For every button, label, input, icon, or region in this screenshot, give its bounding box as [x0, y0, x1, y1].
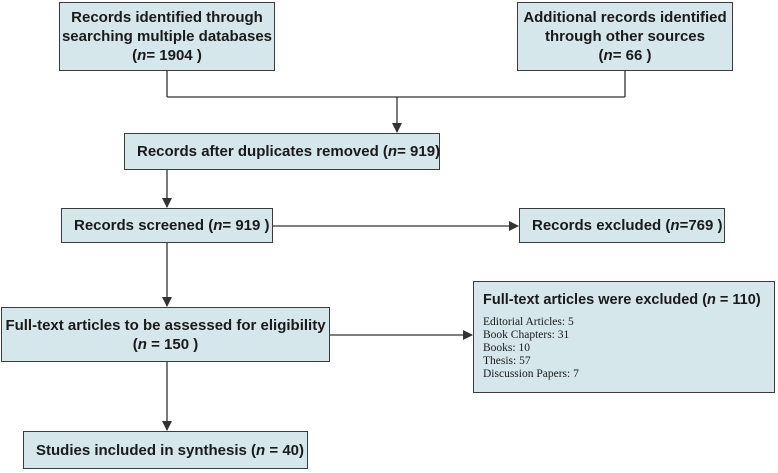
excluded-reason-book-chapters: Book Chapters: 31: [483, 329, 570, 341]
fulltext-assessed-box: Full-text articles to be assessed for el…: [1, 307, 330, 362]
fulltext-assessed-line1: Full-text articles to be assessed for el…: [5, 316, 326, 334]
records-identified-databases-box: Records identified through searching mul…: [59, 2, 275, 71]
additional-records-box: Additional records identified through ot…: [517, 2, 733, 71]
studies-included-label: Studies included in synthesis (n = 40): [36, 441, 304, 459]
records-after-duplicates-box: Records after duplicates removed (n= 919…: [124, 133, 440, 170]
fulltext-excluded-title: Full-text articles were excluded (n = 11…: [483, 292, 761, 308]
excluded-reason-editorial: Editorial Articles: 5: [483, 316, 574, 328]
studies-included-box: Studies included in synthesis (n = 40): [23, 431, 308, 469]
excluded-reason-thesis: Thesis: 57: [483, 355, 531, 367]
records-excluded-box: Records excluded (n=769 ): [519, 208, 725, 243]
additional-records-line2: through other sources: [544, 28, 705, 45]
fulltext-assessed-count: (n = 150 ): [132, 335, 199, 353]
records-identified-line1: Records identified through: [71, 9, 263, 26]
additional-records-line1: Additional records identified: [523, 9, 727, 26]
records-screened-box: Records screened (n= 919 ): [61, 208, 273, 243]
excluded-reason-discussion-papers: Discussion Papers: 7: [483, 368, 579, 380]
records-excluded-label: Records excluded (n=769 ): [532, 217, 723, 234]
fulltext-excluded-box: Full-text articles were excluded (n = 11…: [473, 281, 775, 393]
records-after-duplicates-label: Records after duplicates removed (n= 919…: [137, 143, 441, 160]
additional-records-count: (n= 66 ): [598, 47, 652, 64]
records-screened-label: Records screened (n= 919 ): [74, 217, 270, 234]
excluded-reason-books: Books: 10: [483, 342, 530, 354]
records-identified-count: (n= 1904 ): [132, 47, 202, 64]
records-identified-line2: searching multiple databases: [61, 28, 273, 45]
